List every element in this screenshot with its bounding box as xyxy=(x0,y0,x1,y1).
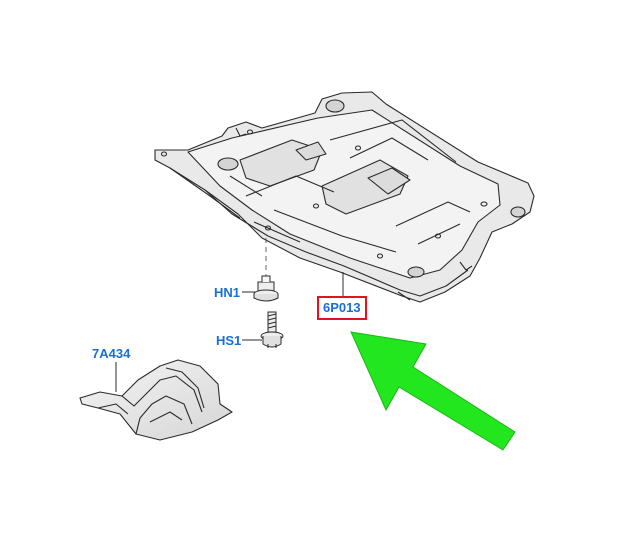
label-7a434[interactable]: 7A434 xyxy=(92,346,131,361)
label-hn1[interactable]: HN1 xyxy=(214,285,241,300)
bolt-hs1[interactable] xyxy=(260,311,284,348)
heat-shield-7a434[interactable] xyxy=(79,359,233,441)
nut-hn1[interactable] xyxy=(253,275,279,302)
skid-plate-6p013[interactable] xyxy=(154,91,535,303)
label-6p013-highlighted[interactable]: 6P013 xyxy=(317,296,367,320)
pointer-arrow-icon xyxy=(350,331,516,451)
label-hs1[interactable]: HS1 xyxy=(216,333,242,348)
